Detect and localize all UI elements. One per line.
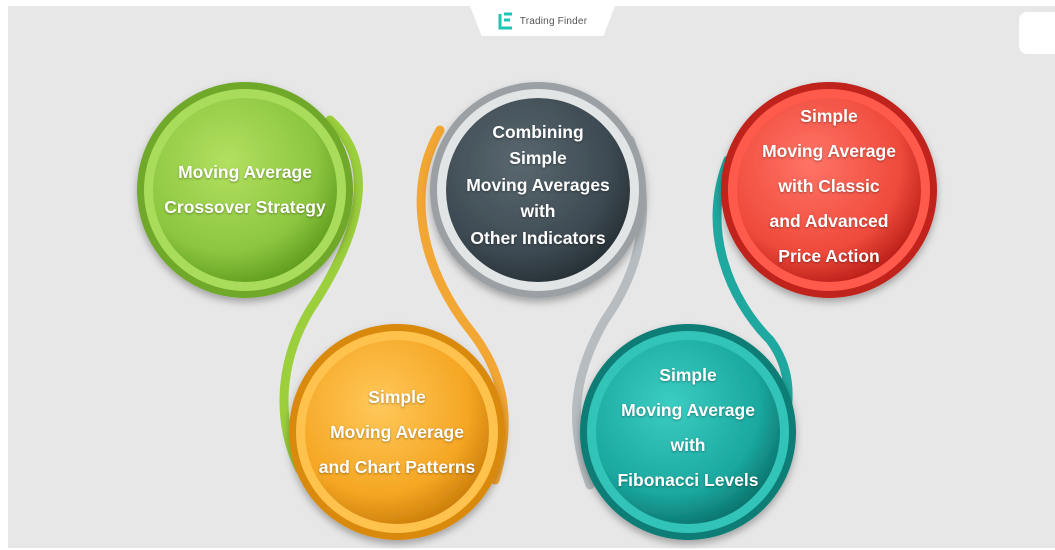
label-red: Simple Moving Average with Classic and A… — [729, 98, 929, 274]
corner-box — [1019, 12, 1055, 54]
circle-gray — [430, 82, 646, 298]
label-gray: Combining Simple Moving Averages with Ot… — [438, 117, 638, 253]
label-green-line-1: Moving Average — [178, 162, 312, 182]
label-teal-line-3: with — [670, 435, 706, 455]
logo-tab: Trading Finder — [470, 6, 615, 36]
label-orange-line-1: Simple — [368, 386, 426, 407]
label-red-line-3: with Classic — [778, 175, 880, 196]
label-red-line-2: Moving Average — [762, 140, 896, 161]
tf-logo-icon — [498, 12, 512, 30]
label-gray-line-1: Combining — [492, 121, 584, 142]
label-gray-line-3: Moving Averages — [466, 174, 610, 195]
label-orange-line-2: Moving Average — [330, 421, 464, 442]
label-orange: Simple Moving Average and Chart Patterns — [297, 374, 497, 490]
label-teal-line-4: Fibonacci Levels — [617, 470, 759, 490]
connector-green-orange — [279, 115, 363, 475]
circle-teal — [580, 324, 796, 540]
circle-red — [721, 82, 937, 298]
logo-text: Trading Finder — [519, 15, 588, 27]
label-teal-line-2: Moving Average — [621, 400, 755, 420]
label-gray-line-4: with — [520, 201, 556, 222]
label-teal-line-1: Simple — [659, 365, 717, 385]
label-green: Moving Average Crossover Strategy — [145, 150, 345, 230]
circle-orange — [289, 324, 505, 540]
label-red-line-1: Simple — [800, 105, 858, 126]
label-teal: Simple Moving Average with Fibonacci Lev… — [588, 356, 788, 500]
label-red-line-4: and Advanced — [769, 210, 889, 231]
label-gray-line-2: Simple — [509, 148, 567, 169]
label-orange-line-3: and Chart Patterns — [318, 456, 476, 477]
circle-green — [137, 82, 353, 298]
label-gray-line-5: Other Indicators — [470, 227, 606, 248]
label-green-line-2: Crossover Strategy — [164, 197, 326, 217]
label-red-line-5: Price Action — [778, 245, 880, 266]
